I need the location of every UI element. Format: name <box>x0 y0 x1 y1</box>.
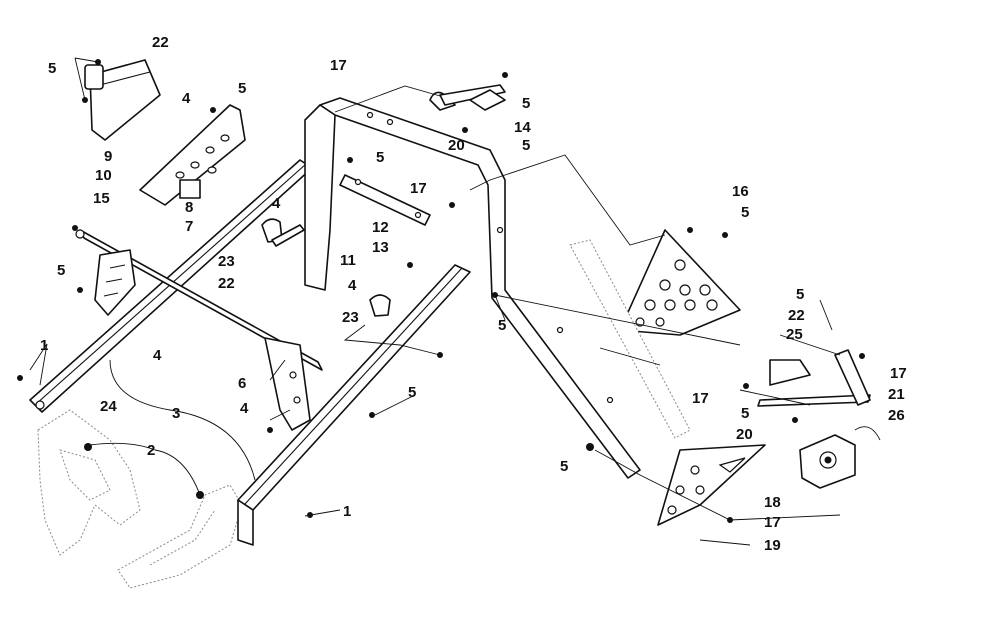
callout-4-center: 4 <box>348 277 357 294</box>
callout-15: 15 <box>93 190 110 207</box>
chassis-fragment-bottom <box>117 484 243 589</box>
callout-17-bracket: 17 <box>890 365 907 382</box>
callout-5-plate-right: 5 <box>741 204 749 221</box>
callout-21: 21 <box>888 386 905 403</box>
callout-26: 26 <box>888 407 905 424</box>
callout-17-rail: 17 <box>692 390 709 407</box>
callout-5-lower-plate: 5 <box>560 458 568 475</box>
cross-tube <box>75 229 323 371</box>
callout-23-lower: 23 <box>342 309 359 326</box>
callout-5-strap: 5 <box>376 149 384 166</box>
callout-1-right: 1 <box>343 503 351 520</box>
callout-20-hook: 20 <box>448 137 465 154</box>
leader-lines <box>29 57 881 546</box>
callout-3: 3 <box>172 405 180 422</box>
callout-20-bracket: 20 <box>736 426 753 443</box>
actuator <box>799 434 856 489</box>
strap-bracket <box>339 174 431 226</box>
callout-5-lower-rail: 5 <box>408 384 416 401</box>
callout-2: 2 <box>147 442 155 459</box>
fasteners <box>17 59 865 523</box>
callout-5-actuator: 5 <box>741 405 749 422</box>
callout-10: 10 <box>95 167 112 184</box>
bracket-21 <box>757 349 871 407</box>
callout-23-upper: 23 <box>218 253 235 270</box>
callout-6: 6 <box>238 375 246 392</box>
battery-box <box>84 59 161 141</box>
center-bracket <box>264 337 311 431</box>
chassis-fragment-left <box>37 409 141 556</box>
callout-5-rail: 5 <box>498 317 506 334</box>
frame-rail-lower <box>237 264 471 546</box>
lower-right-plate <box>657 444 766 526</box>
clamp-upper <box>261 218 305 247</box>
callout-22-clamp: 22 <box>218 275 235 292</box>
callout-17-lower: 17 <box>764 514 781 531</box>
left-bracket <box>94 249 136 316</box>
callout-16: 16 <box>732 183 749 200</box>
callout-5-hook-top: 5 <box>522 95 530 112</box>
callouts: 1 1 2 3 4 4 4 4 4 5 5 5 5 5 5 5 5 5 5 5 … <box>40 34 907 554</box>
callout-7: 7 <box>185 218 193 235</box>
callout-25: 25 <box>786 326 803 343</box>
callout-17-top: 17 <box>330 57 347 74</box>
callout-22-top: 22 <box>152 34 169 51</box>
callout-5-topleft: 5 <box>48 60 56 77</box>
callout-4-mid: 4 <box>272 195 281 212</box>
callout-19: 19 <box>764 537 781 554</box>
right-rail <box>569 239 691 439</box>
perforated-plate <box>139 104 246 206</box>
callout-9: 9 <box>104 148 112 165</box>
callout-4-left: 4 <box>153 347 162 364</box>
callout-5-bracket-left: 5 <box>57 262 65 279</box>
callout-17-strap: 17 <box>410 180 427 197</box>
callout-5-bracket-21: 5 <box>796 286 804 303</box>
callout-24: 24 <box>100 398 117 415</box>
callout-18: 18 <box>764 494 781 511</box>
bent-upright <box>304 97 641 479</box>
callout-12: 12 <box>372 219 389 236</box>
callout-8: 8 <box>185 199 193 216</box>
callout-4-lower: 4 <box>240 400 249 417</box>
clamp-lower <box>369 294 391 317</box>
callout-5-battery: 5 <box>238 80 246 97</box>
right-perforated-plate <box>619 229 741 336</box>
callout-11: 11 <box>340 252 356 269</box>
callout-5-hook-bottom: 5 <box>522 137 530 154</box>
callout-1-left: 1 <box>40 337 48 354</box>
callout-22-right: 22 <box>788 307 805 324</box>
hook-bracket <box>429 84 506 111</box>
callout-4-top: 4 <box>182 90 191 107</box>
callout-14: 14 <box>514 119 531 136</box>
callout-13: 13 <box>372 239 389 256</box>
